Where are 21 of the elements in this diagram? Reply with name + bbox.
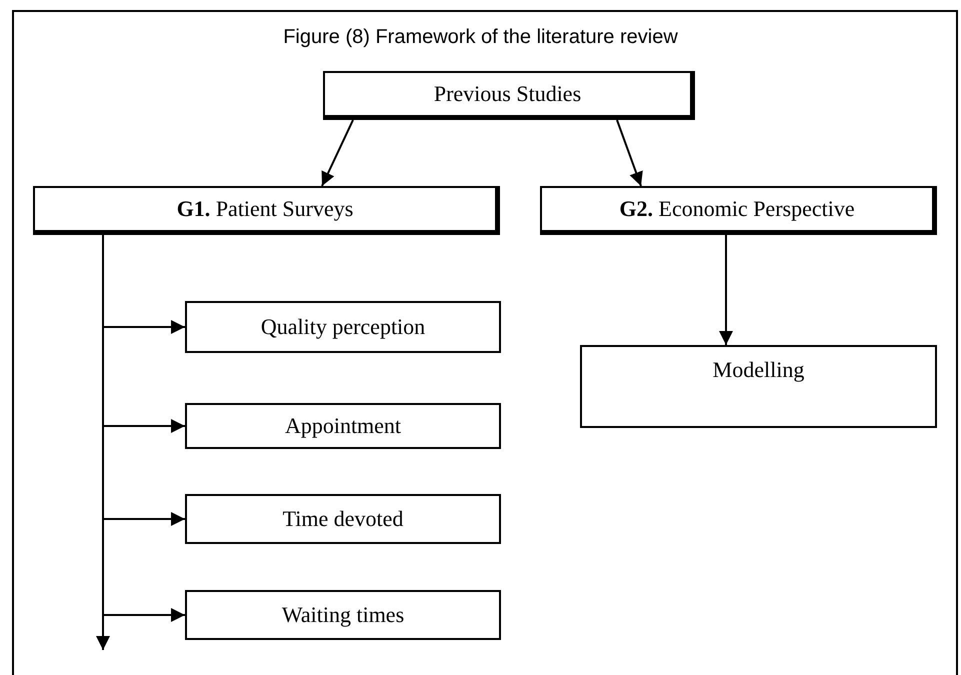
arrow: [616, 120, 643, 186]
arrow: [719, 235, 733, 345]
text-box: [580, 345, 937, 428]
box-label: G2. Economic Perspective: [619, 196, 855, 222]
box-label: Previous Studies: [434, 81, 582, 107]
text-box: [540, 186, 937, 235]
arrow: [321, 120, 354, 186]
text-box: [185, 403, 501, 449]
text-box: [185, 590, 501, 640]
box-label: Waiting times: [282, 602, 404, 628]
box-label: Modelling: [712, 357, 804, 383]
text-box: [33, 186, 500, 235]
text-box: [185, 301, 501, 353]
box-label: Time devoted: [282, 506, 404, 532]
box-label: Quality perception: [260, 314, 426, 340]
box-label: G1. Patient Surveys: [176, 196, 354, 222]
text-box: [323, 71, 695, 120]
figure-title: Figure (8) Framework of the literature review: [282, 26, 679, 49]
arrow: [96, 235, 110, 650]
box-label: Appointment: [284, 413, 402, 439]
text-box: [185, 494, 501, 544]
